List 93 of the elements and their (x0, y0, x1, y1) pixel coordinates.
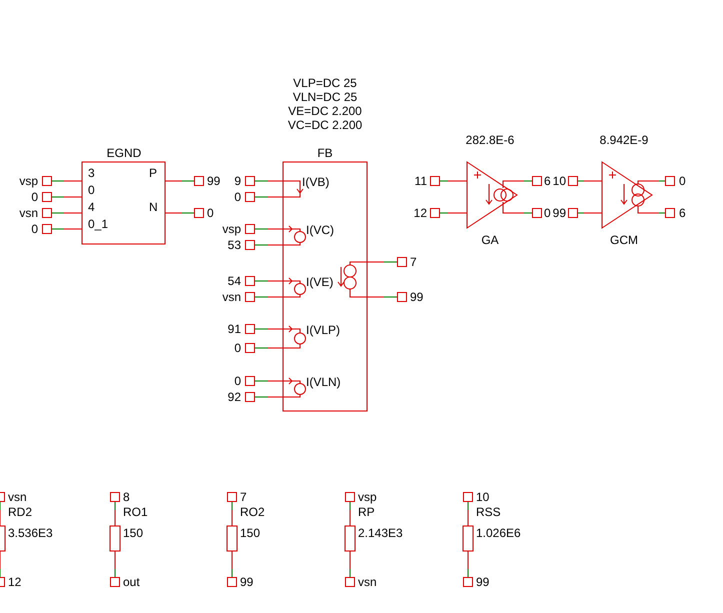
wire (254, 280, 284, 282)
component-name: RP (358, 505, 375, 519)
parameter-text: VE=DC 2.200 (288, 104, 362, 118)
pin-label: 4 (88, 200, 95, 214)
terminal-label: 91 (228, 322, 241, 336)
terminal-label: 6 (679, 206, 686, 220)
terminal-label: 99 (240, 575, 254, 589)
terminal-label: 99 (552, 206, 566, 220)
wire (114, 502, 116, 526)
wire (578, 212, 602, 214)
component-name: RO2 (240, 505, 265, 519)
terminal-label: 0 (679, 174, 686, 188)
terminal-label: 6 (544, 174, 551, 188)
resistance-value: 1.026E6 (476, 526, 521, 540)
wire (254, 180, 284, 182)
wire (52, 212, 82, 214)
wire (254, 296, 284, 298)
terminal-label: 10 (476, 490, 490, 504)
terminal-label: vsp (222, 222, 241, 236)
wire (52, 228, 82, 230)
resistance-value: 150 (240, 526, 260, 540)
wire (508, 180, 532, 182)
wire (254, 244, 284, 246)
parameter-text: VC=DC 2.200 (288, 118, 362, 132)
wire (254, 328, 284, 330)
terminal-label: out (123, 575, 140, 589)
wire (114, 550, 116, 578)
wire (52, 180, 82, 182)
terminal-label: 53 (228, 238, 241, 252)
terminal-label: 7 (240, 490, 247, 504)
terminal-label: 9 (234, 174, 241, 188)
wire (578, 180, 602, 182)
probe-label: I(VLP) (306, 323, 340, 337)
terminal-label: 8 (123, 490, 130, 504)
wire (164, 180, 194, 182)
pin-label: 0_1 (88, 217, 108, 231)
wire (508, 212, 532, 214)
terminal-label: 99 (207, 174, 220, 188)
pin-label: N (149, 200, 158, 214)
wire (254, 228, 284, 230)
terminal-label: vsn (358, 575, 377, 589)
terminal-label: 12 (414, 206, 427, 220)
resistance-value: 3.536E3 (8, 526, 53, 540)
parameter-text: VLP=DC 25 (293, 76, 357, 90)
component-name: RO1 (123, 505, 148, 519)
terminal-label: 54 (228, 274, 241, 288)
terminal-label: 11 (414, 174, 427, 188)
terminal-label: 0 (234, 190, 241, 204)
wire (646, 180, 666, 182)
wire (254, 380, 284, 382)
terminal-label: vsn (19, 206, 38, 220)
gain-value: 282.8E-6 (466, 133, 514, 147)
parameter-text: VLN=DC 25 (292, 90, 358, 104)
terminal-label: 10 (552, 174, 566, 188)
resistance-value: 150 (123, 526, 144, 540)
probe-label: I(VB) (302, 175, 330, 189)
resistance-value: 2.143E3 (358, 526, 403, 540)
probe-label: I(VC) (306, 223, 334, 237)
component-name: RD2 (8, 505, 32, 519)
probe-label: I(VE) (306, 275, 334, 289)
probe-label: I(VLN) (306, 375, 341, 389)
pin-label: 0 (88, 183, 95, 197)
pin-label: P (149, 166, 158, 180)
terminal-label: 0 (207, 206, 214, 220)
terminal-label: 0 (234, 374, 241, 388)
wire (254, 196, 284, 198)
wire (52, 196, 82, 198)
wire (254, 396, 284, 398)
wire (366, 296, 398, 298)
terminal-label: 12 (8, 575, 22, 589)
terminal-label: 0 (31, 222, 38, 236)
terminal-label: vsp (358, 490, 377, 504)
terminal-label: vsn (8, 490, 27, 504)
wire (440, 180, 468, 182)
terminal-label: 99 (410, 290, 424, 304)
terminal-label: 99 (476, 575, 490, 589)
terminal-label: 0 (544, 206, 551, 220)
gain-value: 8.942E-9 (600, 133, 648, 147)
component-name: RSS (476, 505, 501, 519)
terminal-label: 0 (234, 341, 241, 355)
terminal-label: 0 (31, 190, 38, 204)
block-title: FB (317, 146, 333, 160)
wire (646, 212, 666, 214)
terminal-label: vsn (222, 290, 241, 304)
wire (164, 212, 194, 214)
terminal-label: 92 (228, 390, 241, 404)
component-name: GA (481, 233, 499, 247)
terminal-label: 7 (410, 255, 417, 269)
terminal-label: vsp (19, 174, 38, 188)
component-name: GCM (610, 233, 638, 247)
wire (440, 212, 468, 214)
block-title: EGND (106, 146, 142, 160)
pin-label: 3 (88, 166, 95, 180)
